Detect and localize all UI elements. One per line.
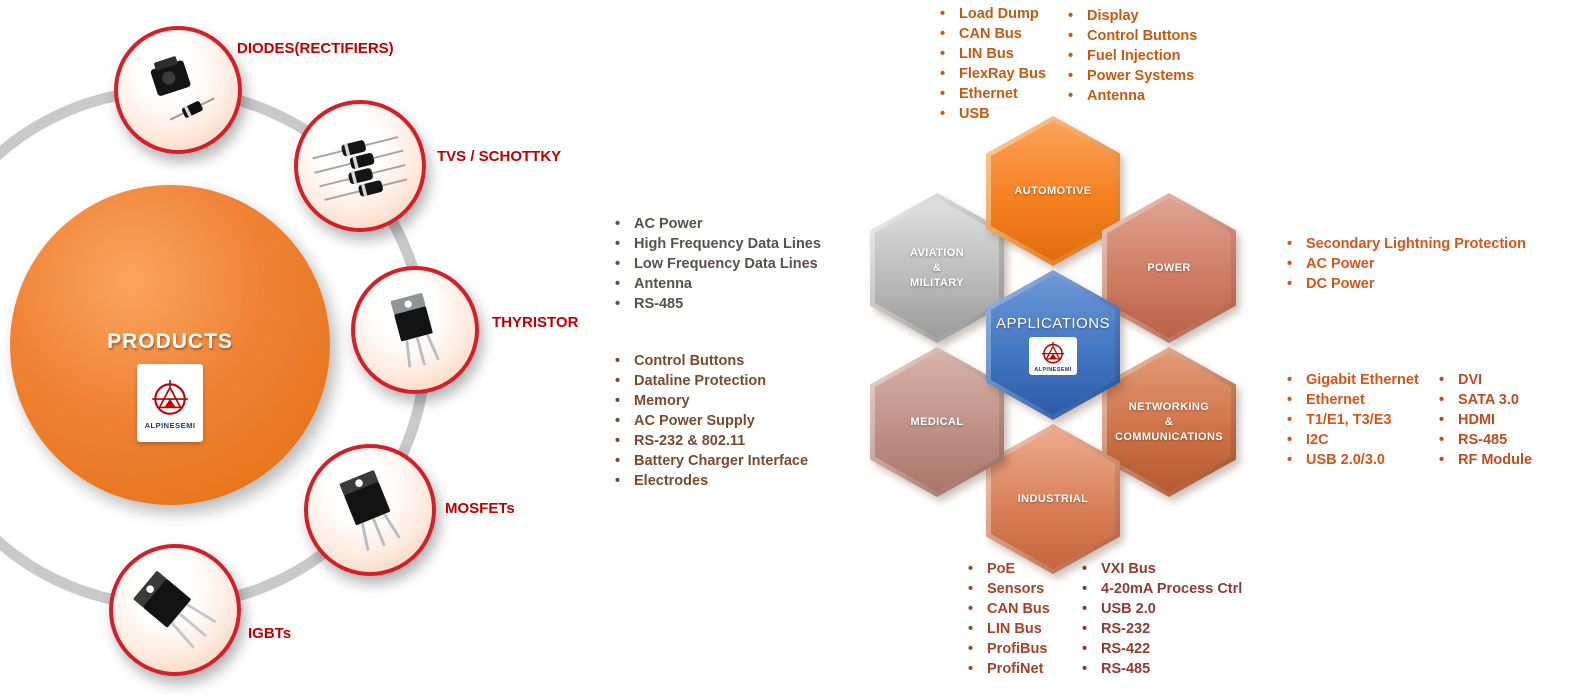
list-item: USB 2.0/3.0	[1285, 450, 1419, 470]
list-item: Ethernet	[938, 84, 1046, 104]
list-item: High Frequency Data Lines	[613, 234, 821, 254]
hex-label: AVIATION & MILITARY	[909, 246, 965, 289]
industrial-list-col1: PoESensorsCAN BusLIN BusProfiBusProfiNet	[966, 559, 1050, 679]
list-item: ProfiBus	[966, 639, 1050, 659]
list-item: Gigabit Ethernet	[1285, 370, 1419, 390]
alpinesemi-logo-small: ALPINESEMI	[1029, 337, 1077, 375]
list-item: AC Power Supply	[613, 411, 808, 431]
diodes-photo	[150, 56, 215, 121]
alpinesemi-logo-text: ALPINESEMI	[144, 420, 196, 430]
list-item: Control Buttons	[1066, 26, 1197, 46]
igbts-photo	[133, 571, 217, 649]
product-circle-tvs	[294, 100, 426, 232]
list-item: Ethernet	[1285, 390, 1419, 410]
list-item: 4-20mA Process Ctrl	[1080, 579, 1242, 599]
list-item: FlexRay Bus	[938, 64, 1046, 84]
list-item: Power Systems	[1066, 66, 1197, 86]
list-item: RF Module	[1437, 450, 1532, 470]
hex-label: AUTOMOTIVE	[1014, 184, 1092, 197]
product-label-mosfets: MOSFETs	[445, 500, 515, 517]
product-circle-mosfets	[304, 444, 436, 576]
power-list: Secondary Lightning ProtectionAC PowerDC…	[1285, 234, 1526, 294]
list-item: Display	[1066, 6, 1197, 26]
product-circle-diodes	[114, 26, 242, 154]
list-item: SATA 3.0	[1437, 390, 1532, 410]
thyristor-photo	[390, 292, 440, 368]
list-item: CAN Bus	[938, 24, 1046, 44]
list-item: RS-422	[1080, 639, 1242, 659]
tvs-photo	[312, 136, 408, 201]
list-item: RS-485	[613, 294, 821, 314]
product-label-igbts: IGBTs	[248, 625, 292, 642]
hex-automotive: AUTOMOTIVE	[986, 116, 1120, 266]
list-item: RS-232 & 802.11	[613, 431, 808, 451]
list-item: PoE	[966, 559, 1050, 579]
list-item: VXI Bus	[1080, 559, 1242, 579]
automotive-list-col1: Load DumpCAN BusLIN BusFlexRay BusEthern…	[938, 4, 1046, 124]
list-item: ProfiNet	[966, 659, 1050, 679]
list-item: LIN Bus	[938, 44, 1046, 64]
hex-body	[875, 198, 999, 338]
hex-label: POWER	[1147, 261, 1191, 274]
list-item: Battery Charger Interface	[613, 451, 808, 471]
alpinesemi-logo-text-small: ALPINESEMI	[1034, 367, 1072, 373]
list-item: Fuel Injection	[1066, 46, 1197, 66]
list-item: I2C	[1285, 430, 1419, 450]
industrial-list-col2: VXI Bus4-20mA Process CtrlUSB 2.0RS-232R…	[1080, 559, 1242, 679]
automotive-list-col2: DisplayControl ButtonsFuel InjectionPowe…	[1066, 6, 1197, 106]
list-item: Low Frequency Data Lines	[613, 254, 821, 274]
product-circle-igbts	[109, 544, 241, 676]
product-label-tvs: TVS / SCHOTTKY	[437, 148, 562, 165]
medical-list: Control ButtonsDataline ProtectionMemory…	[613, 351, 808, 491]
list-item: T1/E1, T3/E3	[1285, 410, 1419, 430]
list-item: HDMI	[1437, 410, 1532, 430]
products-title: PRODUCTS	[107, 330, 233, 353]
hex-aviation-military: AVIATION & MILITARY	[870, 193, 1004, 343]
list-item: AC Power	[613, 214, 821, 234]
hex-industrial: INDUSTRIAL	[986, 424, 1120, 574]
list-item: Antenna	[613, 274, 821, 294]
list-item: AC Power	[1285, 254, 1526, 274]
hex-label: MEDICAL	[910, 415, 964, 428]
list-item: Load Dump	[938, 4, 1046, 24]
alpinesemi-logo-icon	[152, 379, 188, 415]
hex-label: INDUSTRIAL	[1017, 492, 1089, 505]
applications-title: APPLICATIONS	[995, 315, 1111, 332]
hex-applications: APPLICATIONS ALPINESEMI	[986, 270, 1120, 420]
list-item: Dataline Protection	[613, 371, 808, 391]
hex-networking-communications: NETWORKING & COMMUNICATIONS	[1102, 347, 1236, 497]
hex-power: POWER	[1102, 193, 1236, 343]
product-circle-thyristor	[351, 266, 479, 394]
list-item: RS-485	[1080, 659, 1242, 679]
products-circle	[10, 185, 330, 505]
hex-label: NETWORKING & COMMUNICATIONS	[1114, 400, 1224, 443]
list-item: LIN Bus	[966, 619, 1050, 639]
networking-list-col2: DVISATA 3.0HDMIRS-485RF Module	[1437, 370, 1532, 470]
list-item: RS-232	[1080, 619, 1242, 639]
product-label-diodes: DIODES(RECTIFIERS)	[237, 40, 394, 57]
networking-list-col1: Gigabit EthernetEthernetT1/E1, T3/E3I2CU…	[1285, 370, 1419, 470]
alpinesemi-logo-icon-small	[1041, 341, 1065, 364]
product-label-thyristor: THYRISTOR	[492, 314, 579, 331]
list-item: Antenna	[1066, 86, 1197, 106]
list-item: DVI	[1437, 370, 1532, 390]
list-item: Secondary Lightning Protection	[1285, 234, 1526, 254]
list-item: USB	[938, 104, 1046, 124]
mosfets-photo	[339, 470, 401, 552]
list-item: Memory	[613, 391, 808, 411]
list-item: RS-485	[1437, 430, 1532, 450]
alpinesemi-logo: ALPINESEMI	[137, 364, 203, 442]
list-item: Sensors	[966, 579, 1050, 599]
aviation-military-list: AC PowerHigh Frequency Data LinesLow Fre…	[613, 214, 821, 314]
list-item: CAN Bus	[966, 599, 1050, 619]
hex-medical: MEDICAL	[870, 347, 1004, 497]
hex-body	[875, 352, 999, 492]
list-item: Control Buttons	[613, 351, 808, 371]
list-item: DC Power	[1285, 274, 1526, 294]
list-item: Electrodes	[613, 471, 808, 491]
list-item: USB 2.0	[1080, 599, 1242, 619]
